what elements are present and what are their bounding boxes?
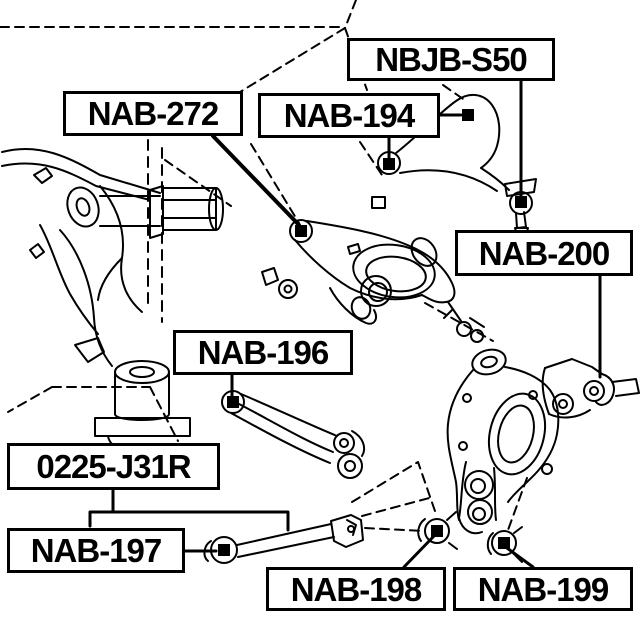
spring-link-drawing xyxy=(221,390,366,479)
part-label-nab-199: NAB-199 xyxy=(453,567,633,611)
leader-nab-199 xyxy=(505,546,535,569)
leader-nab-272 xyxy=(211,134,301,227)
part-label-nab-196: NAB-196 xyxy=(173,330,353,375)
leader-square-markers xyxy=(218,109,527,556)
front-lower-arm-drawing xyxy=(289,219,485,343)
part-label-nab-272: NAB-272 xyxy=(63,91,243,136)
marker-nab-199 xyxy=(498,537,510,549)
part-label-nab-200: NAB-200 xyxy=(455,230,633,276)
bushing-198-drawing xyxy=(417,511,458,550)
part-label-nab-197: NAB-197 xyxy=(7,528,185,573)
subframe-drawing xyxy=(1,147,191,450)
leader-lines xyxy=(88,79,602,569)
part-label-nab-198: NAB-198 xyxy=(266,567,446,611)
marker-nab-194-b xyxy=(383,158,395,170)
marker-nbjb-s50 xyxy=(515,196,527,208)
marker-nab-272 xyxy=(295,225,307,237)
marker-nab-197 xyxy=(218,544,230,556)
leader-0225-j31r-fork xyxy=(88,488,290,532)
marker-nab-198 xyxy=(431,525,443,537)
toe-arm-drawing xyxy=(541,358,640,419)
marker-nab-194-a xyxy=(462,109,474,121)
leader-nab-198 xyxy=(402,533,437,569)
bushing-detail-drawing xyxy=(99,185,298,299)
part-label-nab-194: NAB-194 xyxy=(258,93,440,138)
marker-nab-196 xyxy=(227,396,239,408)
part-label-0225-j31r: 0225-J31R xyxy=(7,443,220,490)
part-label-nbjb-s50: NBJB-S50 xyxy=(347,38,555,81)
knuckle-drawing xyxy=(446,348,560,535)
projection-dashed-lines xyxy=(0,0,528,532)
lateral-rod-drawing xyxy=(203,514,364,564)
